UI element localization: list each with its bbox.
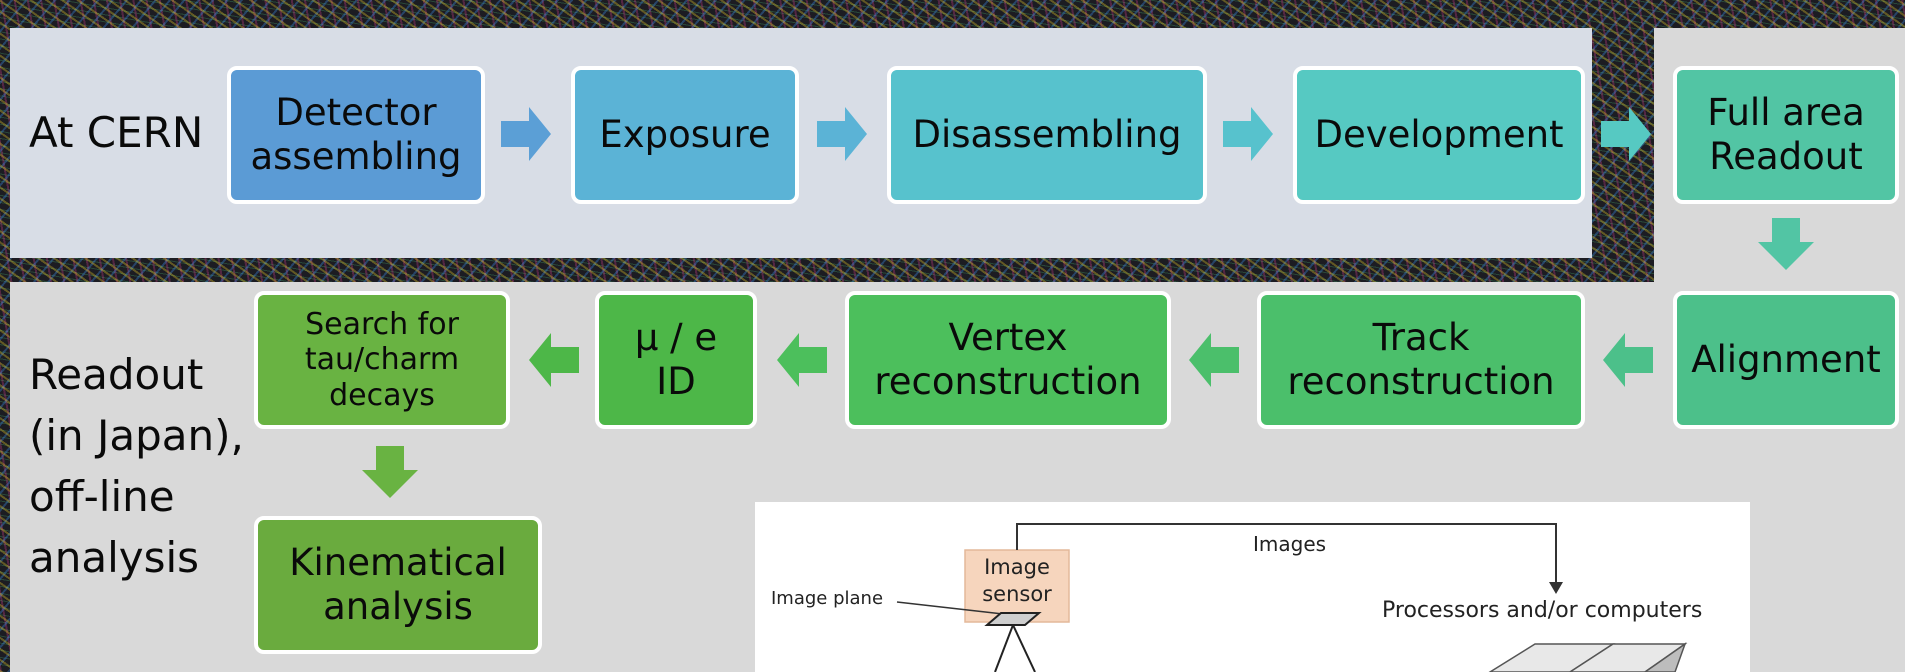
arrow-down-icon (1758, 218, 1814, 270)
arrow-left-icon (1603, 333, 1653, 387)
step-mu-e-id: μ / e ID (595, 291, 757, 429)
step-track-reconstruction: Track reconstruction (1257, 291, 1585, 429)
image-sensor-label: Image sensor (982, 555, 1052, 607)
step-full-area-readout: Full area Readout (1673, 66, 1899, 204)
step-development: Development (1293, 66, 1585, 204)
image-plane-label: Image plane (771, 588, 884, 609)
step-disassembling: Disassembling (887, 66, 1207, 204)
sensor-figure-lines (896, 523, 1688, 672)
images-label: Images (1253, 532, 1327, 556)
arrow-right-icon (1223, 107, 1273, 161)
arrow-down-icon (362, 446, 418, 498)
processors-label: Processors and/or computers (1382, 598, 1703, 623)
arrow-right-icon (1601, 107, 1651, 161)
arrow-right-icon (501, 107, 551, 161)
step-exposure: Exposure (571, 66, 799, 204)
japan-row-label: Readout (in Japan), off-line analysis (29, 350, 244, 582)
step-alignment: Alignment (1673, 291, 1899, 429)
arrow-left-icon (777, 333, 827, 387)
arrow-left-icon (1189, 333, 1239, 387)
step-vertex-reconstruction: Vertex reconstruction (845, 291, 1171, 429)
arrow-left-icon (529, 333, 579, 387)
step-search-tau-charm: Search for tau/charm decays (254, 291, 510, 429)
step-kinematical-analysis: Kinematical analysis (254, 516, 542, 654)
arrow-right-icon (817, 107, 867, 161)
image-sensor-figure: Images Image sensor Image plane Processo… (755, 502, 1750, 672)
cern-row-label: At CERN (29, 108, 204, 157)
step-detector-assembling: Detector assembling (227, 66, 485, 204)
